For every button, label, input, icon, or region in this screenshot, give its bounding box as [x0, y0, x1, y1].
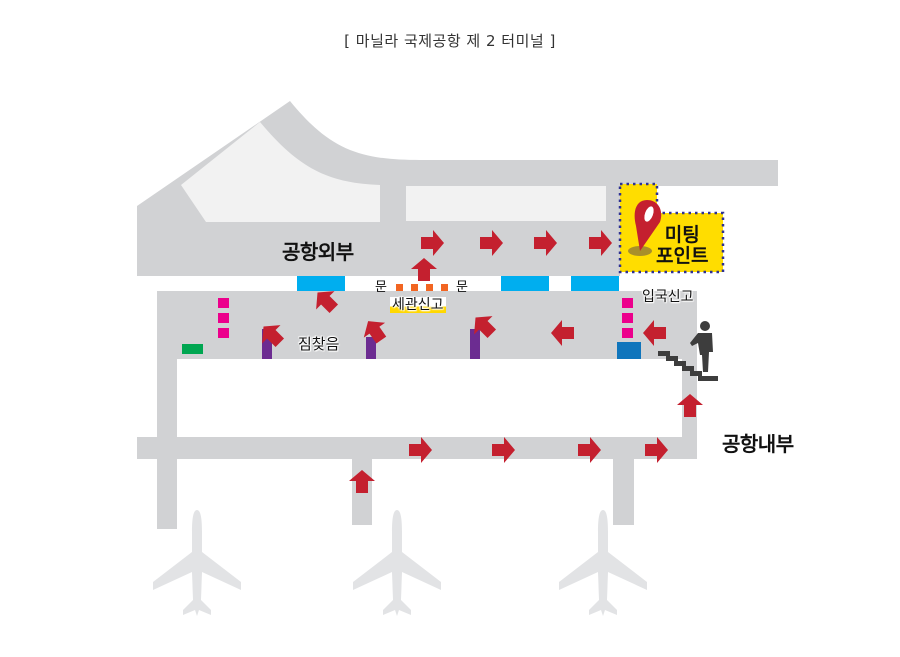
person-on-stairs-icon	[658, 321, 718, 381]
map-pin-icon	[634, 200, 662, 251]
immigration-desk	[617, 342, 641, 359]
customs-text: 세관신고	[390, 297, 446, 313]
airport-outside-label: 공항외부	[282, 240, 354, 264]
meeting-point-line2: 포인트	[656, 245, 709, 267]
meeting-point	[618, 182, 725, 274]
exit-doors	[137, 276, 619, 291]
airport-inside-label: 공항내부	[722, 432, 794, 456]
baggage-carousels	[262, 329, 480, 359]
immigration-label: 입국신고	[642, 289, 694, 305]
magenta-markers	[218, 298, 633, 338]
airplane-icons	[153, 510, 647, 616]
door-left-label: 문	[375, 280, 387, 295]
meeting-point-line1: 미팅	[664, 224, 700, 246]
airport-outside-area	[137, 101, 778, 276]
customs-markers	[396, 284, 448, 291]
meeting-point-label: 미팅 포인트	[656, 225, 708, 267]
door-right-label: 문	[456, 280, 468, 295]
map-title: [ 마닐라 국제공항 제 2 터미널 ]	[344, 32, 556, 50]
customs-label: 세관신고	[390, 294, 446, 314]
baggage-claim-label: 짐찾음	[298, 335, 340, 353]
airplane-icon	[353, 510, 441, 616]
green-marker	[182, 344, 203, 354]
airplane-icon	[559, 510, 647, 616]
